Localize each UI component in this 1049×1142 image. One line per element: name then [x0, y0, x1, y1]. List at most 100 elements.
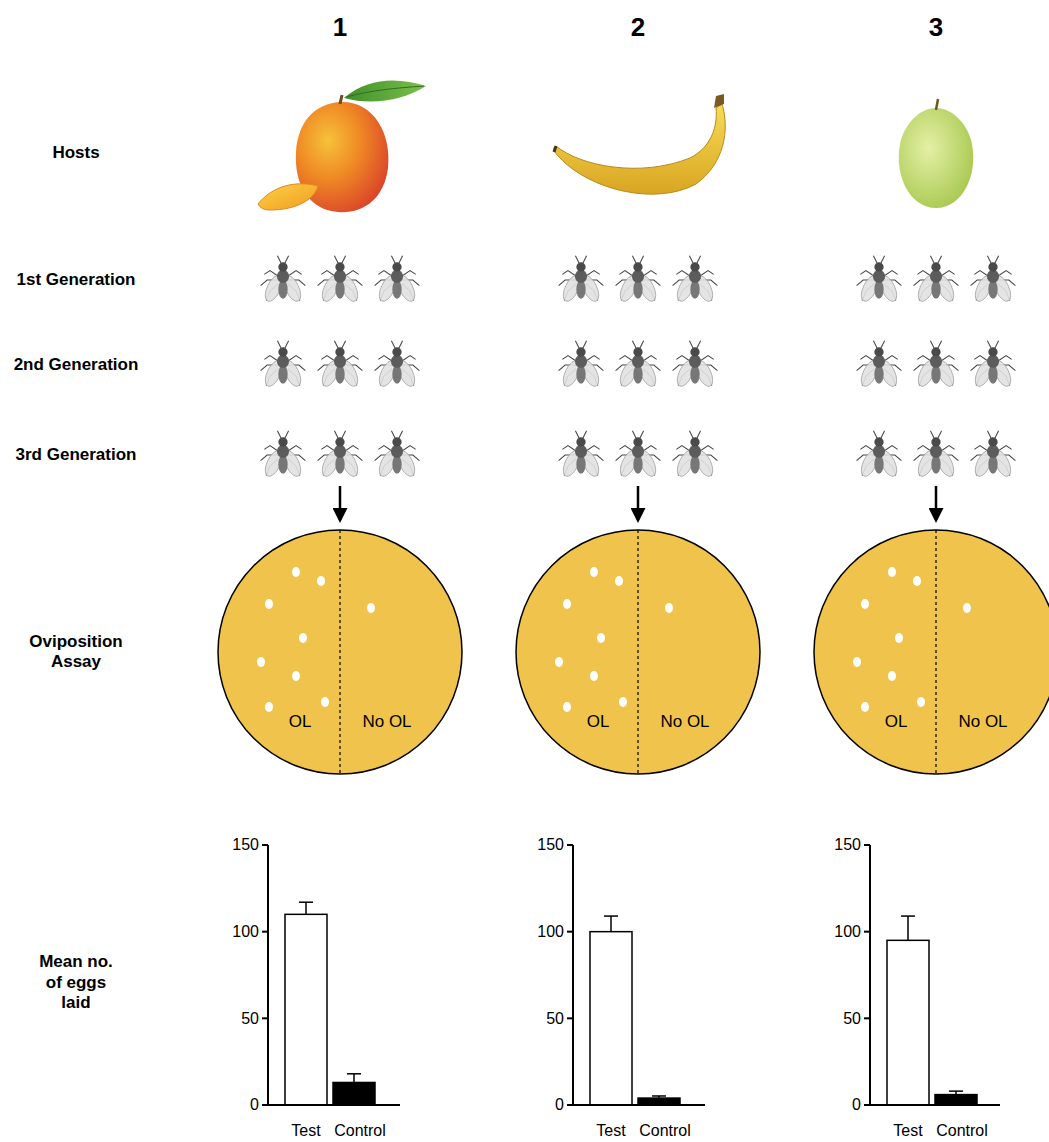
egg: [265, 702, 273, 712]
egg: [619, 697, 627, 707]
fly-icon: [559, 341, 604, 389]
axis-title: Mean no. of eggs laid: [34, 952, 118, 1013]
fly-icon: [914, 341, 959, 389]
column-number: 1: [333, 12, 347, 43]
fly-icon: [971, 256, 1016, 304]
guava: [899, 99, 974, 208]
bar: [590, 932, 632, 1105]
egg: [917, 697, 925, 707]
bar: [285, 914, 327, 1105]
dish-half-label: OL: [885, 712, 908, 732]
row-label: 3rd Generation: [16, 445, 137, 465]
egg: [590, 671, 598, 681]
fly-icon: [261, 256, 306, 304]
bar: [333, 1082, 375, 1105]
fly-icon: [318, 431, 363, 479]
dish-outline: [514, 528, 762, 776]
egg: [265, 599, 273, 609]
tick-label: 150: [537, 835, 564, 854]
egg: [615, 576, 623, 586]
tick-label: 0: [852, 1095, 861, 1114]
down-arrows: [340, 486, 936, 520]
fly-icon: [261, 431, 306, 479]
fly-icon: [559, 256, 604, 304]
fly-icon: [318, 256, 363, 304]
row-label: Oviposition Assay: [21, 632, 131, 673]
row-label: 1st Generation: [16, 270, 135, 290]
bar-chart: [262, 845, 400, 1105]
banana: [554, 94, 725, 194]
fly-icon: [914, 431, 959, 479]
egg: [665, 603, 673, 613]
bar-chart: [567, 845, 705, 1105]
row-label: 2nd Generation: [14, 355, 139, 375]
mango: [258, 80, 426, 212]
tick-label: 50: [843, 1009, 861, 1028]
egg: [853, 657, 861, 667]
bar-label: Test: [893, 1121, 922, 1140]
fly-icon: [673, 431, 718, 479]
dish-outline: [216, 528, 464, 776]
egg: [292, 567, 300, 577]
assay-dish: OL No OL: [814, 530, 1049, 774]
egg: [367, 603, 375, 613]
fly-icon: [673, 256, 718, 304]
dish-half-label: No OL: [362, 712, 411, 732]
tick-label: 150: [232, 835, 259, 854]
dish-half-label: OL: [289, 712, 312, 732]
egg: [563, 599, 571, 609]
egg: [317, 576, 325, 586]
bar-label: Test: [596, 1121, 625, 1140]
bar-label: Test: [291, 1121, 320, 1140]
egg: [888, 567, 896, 577]
egg: [555, 657, 563, 667]
egg: [292, 671, 300, 681]
egg: [321, 697, 329, 707]
egg: [299, 633, 307, 643]
egg: [563, 702, 571, 712]
fly-icon: [673, 341, 718, 389]
fly-icon: [971, 341, 1016, 389]
fly-icon: [375, 431, 420, 479]
tick-label: 150: [834, 835, 861, 854]
tick-label: 0: [555, 1095, 564, 1114]
fly-icon: [914, 256, 959, 304]
bar-chart: [864, 845, 1000, 1105]
assay-dish: OL No OL: [218, 530, 462, 774]
egg: [257, 657, 265, 667]
fly-icon: [318, 341, 363, 389]
tick-label: 50: [546, 1009, 564, 1028]
column-number: 3: [929, 12, 943, 43]
bar-label: Control: [334, 1121, 386, 1140]
column-number: 2: [631, 12, 645, 43]
dish-half-label: No OL: [660, 712, 709, 732]
tick-label: 0: [250, 1095, 259, 1114]
egg: [597, 633, 605, 643]
bar-label: Control: [639, 1121, 691, 1140]
fly-icon: [616, 341, 661, 389]
tick-label: 100: [834, 922, 861, 941]
fly-icon: [375, 341, 420, 389]
egg: [895, 633, 903, 643]
egg: [590, 567, 598, 577]
assay-dish: OL No OL: [516, 530, 760, 774]
tick-label: 100: [537, 922, 564, 941]
dish-half-label: No OL: [958, 712, 1007, 732]
fly-icon: [375, 256, 420, 304]
tick-label: 100: [232, 922, 259, 941]
egg: [861, 599, 869, 609]
bar: [935, 1095, 977, 1105]
egg: [963, 603, 971, 613]
fly-icon: [261, 341, 306, 389]
fly-icon: [857, 341, 902, 389]
egg: [913, 576, 921, 586]
bar-label: Control: [936, 1121, 988, 1140]
bar: [887, 940, 929, 1105]
row-label: Hosts: [52, 143, 99, 163]
dish-half-label: OL: [587, 712, 610, 732]
egg: [861, 702, 869, 712]
fly-icon: [857, 431, 902, 479]
fly-icon: [616, 431, 661, 479]
tick-label: 50: [241, 1009, 259, 1028]
dish-outline: [812, 528, 1049, 776]
